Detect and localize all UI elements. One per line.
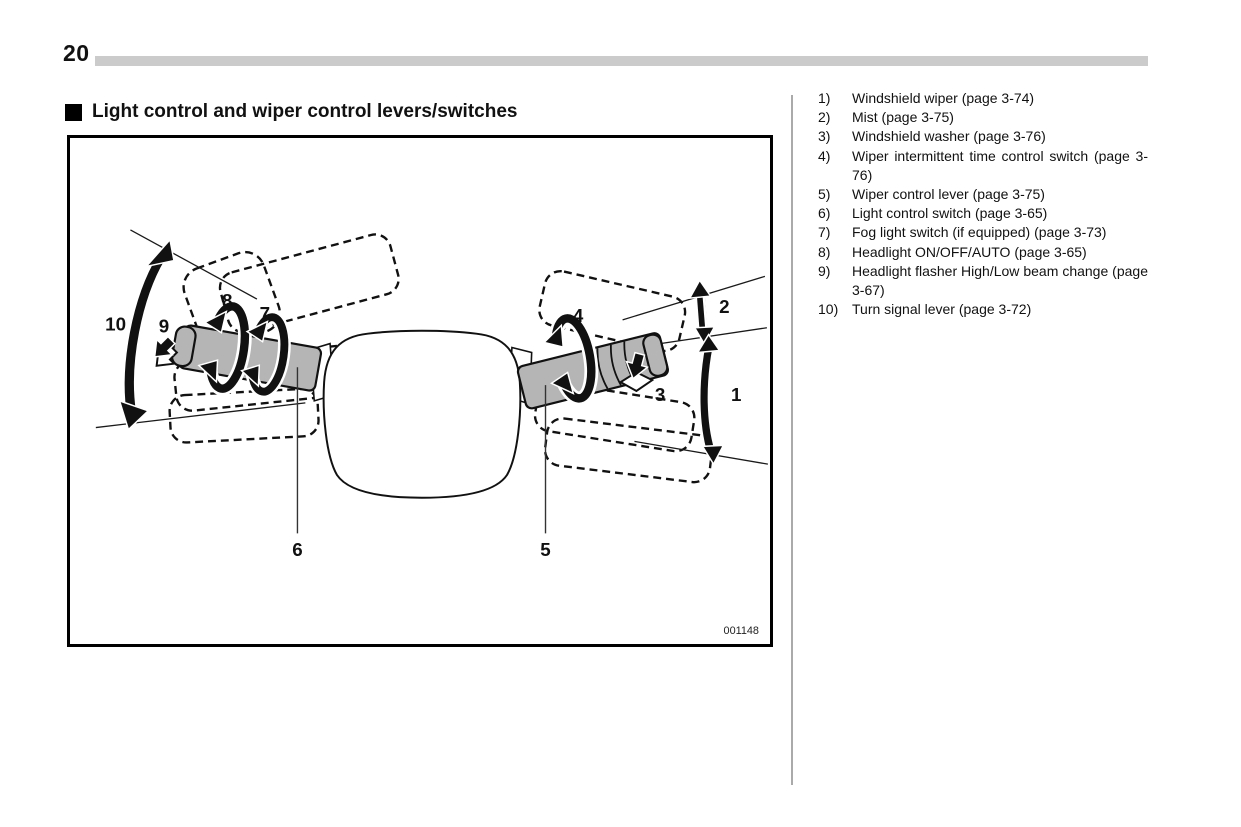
legend-item-text: Light control switch (page 3-65) (852, 205, 1048, 222)
figure-frame: 10 9 8 7 6 5 4 3 2 1 001148 (67, 135, 773, 647)
arrow-3-icon (618, 351, 655, 393)
legend-item-text: Wiper intermittent time control switch (… (852, 147, 1148, 183)
legend-item: 7) Fog light switch (if equipped) (page … (818, 223, 1148, 242)
callout-label-2: 2 (719, 296, 729, 317)
steering-wheel-outline (322, 329, 522, 499)
callout-label-9: 9 (159, 316, 169, 337)
section-bullet-square-icon (65, 104, 82, 121)
figure-code: 001148 (724, 625, 759, 637)
callout-label-5: 5 (540, 539, 550, 560)
legend-item-number: 4) (818, 147, 831, 164)
legend-item-number: 2) (818, 109, 831, 126)
callout-label-10: 10 (105, 314, 126, 335)
legend-item: 4) Wiper intermittent time control switc… (818, 147, 1148, 185)
callout-label-3: 3 (655, 384, 665, 405)
section-heading: Light control and wiper control levers/s… (65, 101, 517, 123)
legend-item-text: Mist (page 3-75) (852, 109, 954, 126)
legend-item-number: 6) (818, 205, 831, 222)
rotation-ring-7 (240, 310, 291, 399)
legend-item-number: 9) (818, 262, 831, 279)
legend-item-text: Wiper control lever (page 3-75) (852, 186, 1045, 203)
arrow-9-icon (153, 335, 179, 367)
arrow-2-icon (688, 278, 716, 347)
rotation-ring-4 (542, 311, 599, 406)
arrow-1-icon (696, 333, 725, 466)
legend-item-text: Headlight flasher High/Low beam change (… (852, 262, 1148, 299)
legend-item: 1) Windshield wiper (page 3-74) (818, 89, 1148, 108)
legend-item-text: Windshield washer (page 3-76) (852, 128, 1046, 145)
callout-label-7: 7 (260, 303, 270, 324)
legend-item: 6) Light control switch (page 3-65) (818, 204, 1148, 223)
callout-label-8: 8 (222, 290, 232, 311)
legend-item-number: 3) (818, 128, 831, 145)
legend-item-text: Fog light switch (if equipped) (page 3-7… (852, 224, 1107, 241)
legend-list: 1) Windshield wiper (page 3-74) 2) Mist … (818, 89, 1148, 319)
steering-column-diagram: 10 9 8 7 6 5 4 3 2 1 001148 (95, 229, 768, 637)
section-title: Light control and wiper control levers/s… (92, 101, 518, 122)
legend-item-number: 10) (818, 301, 839, 318)
callout-label-1: 1 (731, 384, 741, 405)
legend-item-number: 5) (818, 186, 831, 203)
legend-item: 10) Turn signal lever (page 3-72) (818, 300, 1148, 319)
legend-item-number: 1) (818, 90, 831, 106)
legend-item: 8) Headlight ON/OFF/AUTO (page 3-65) (818, 243, 1148, 262)
legend-item-number: 8) (818, 243, 831, 260)
page-number: 20 (63, 40, 90, 66)
legend-item-text: Turn signal lever (page 3-72) (852, 301, 1032, 318)
legend-item-number: 7) (818, 224, 831, 241)
callout-label-4: 4 (573, 305, 584, 326)
legend-item-text: Headlight ON/OFF/AUTO (page 3-65) (852, 243, 1087, 260)
column-divider (791, 95, 793, 785)
header-rule (95, 56, 1148, 66)
legend-item-text: Windshield wiper (page 3-74) (852, 90, 1035, 106)
legend-item: 5) Wiper control lever (page 3-75) (818, 185, 1148, 204)
rotation-ring-8 (197, 299, 252, 396)
legend-item: 2) Mist (page 3-75) (818, 108, 1148, 127)
arrow-10-turn-signal (118, 238, 175, 431)
legend-item: 9) Headlight flasher High/Low beam chang… (818, 262, 1148, 300)
callout-label-6: 6 (292, 539, 302, 560)
legend-item: 3) Windshield washer (page 3-76) (818, 127, 1148, 146)
